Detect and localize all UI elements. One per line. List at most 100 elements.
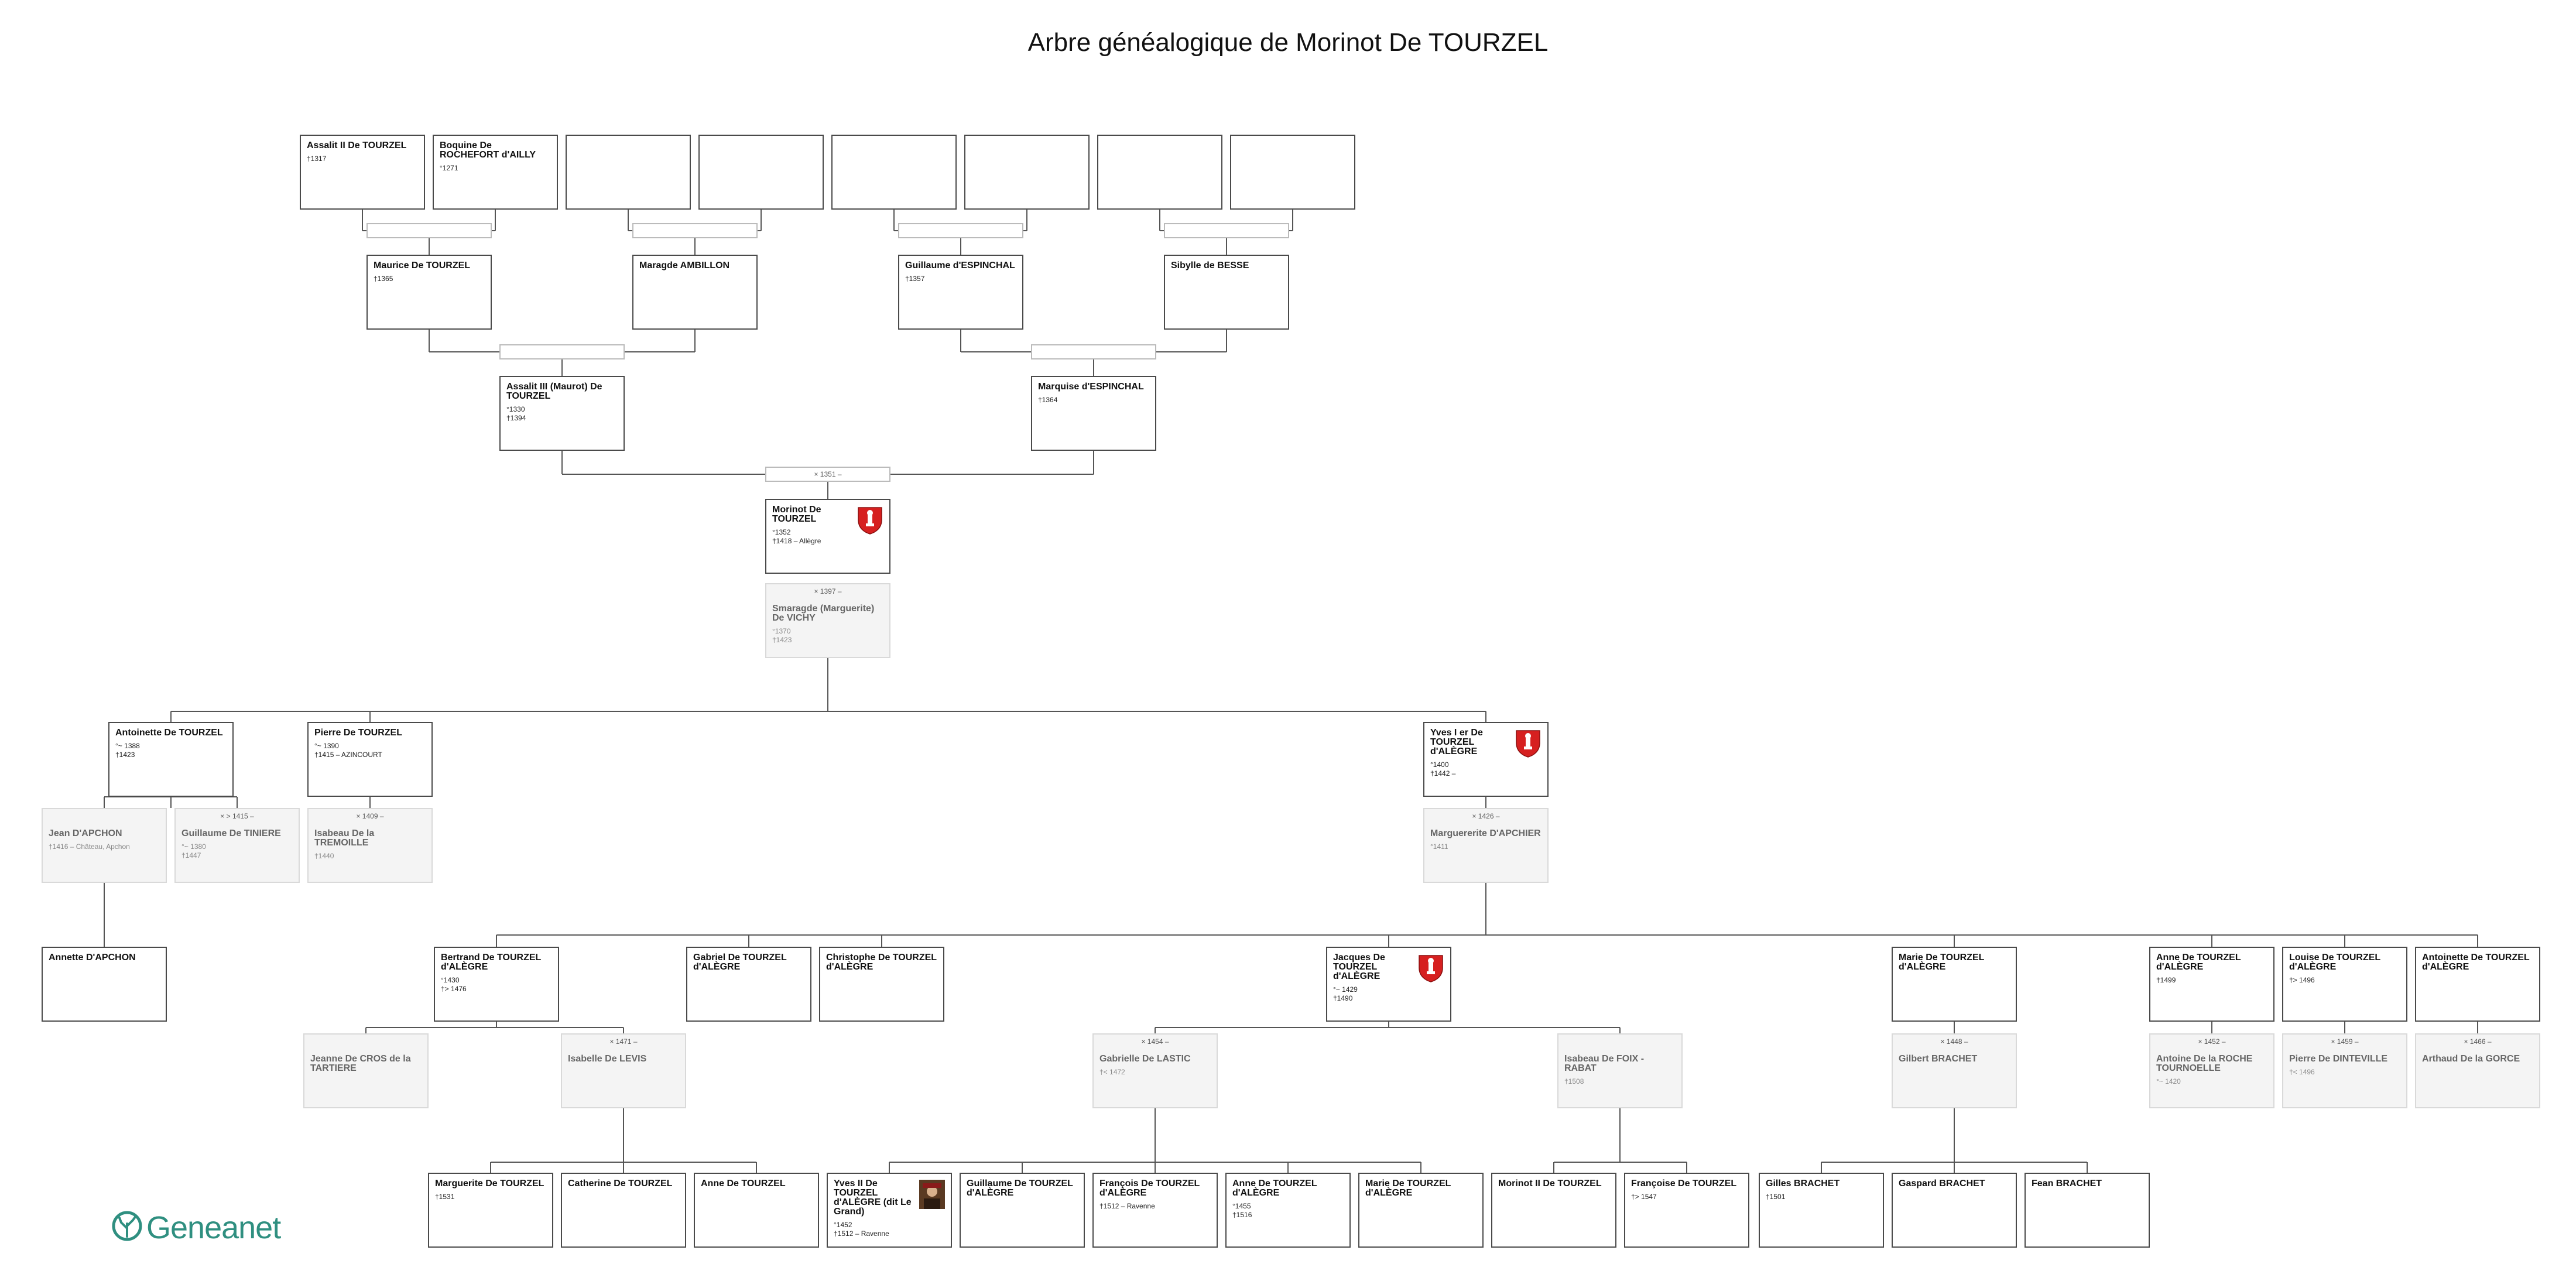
- person-card[interactable]: Morinot II De TOURZEL: [1491, 1173, 1616, 1248]
- spouse-card[interactable]: × 1397 –Smaragde (Marguerite) De VICHY°1…: [765, 583, 890, 658]
- life-event: †> 1476: [441, 985, 467, 993]
- marriage-date: × 1454 –: [1141, 1037, 1169, 1046]
- spouse-card[interactable]: Jean D'APCHON†1416 – Château, Apchon: [42, 808, 167, 883]
- spouse-card[interactable]: Isabeau De FOIX - RABAT†1508: [1557, 1033, 1683, 1108]
- person-card[interactable]: Anne De TOURZEL d'ALÈGRE†1499: [2149, 947, 2274, 1022]
- life-event: °1370: [772, 627, 791, 635]
- portrait-photo: [919, 1180, 945, 1209]
- life-event: †> 1496: [2289, 976, 2315, 984]
- person-card[interactable]: Guillaume De TOURZEL d'ALÈGRE: [960, 1173, 1085, 1248]
- person-card[interactable]: Pierre De TOURZEL°~ 1390†1415 – AZINCOUR…: [307, 722, 433, 797]
- person-name: Catherine De TOURZEL: [568, 1179, 673, 1189]
- person-name: Gabriel De TOURZEL d'ALÈGRE: [693, 953, 787, 972]
- person-card: [1230, 135, 1355, 210]
- life-event: †1415 – AZINCOURT: [314, 751, 382, 759]
- life-event: °~ 1429: [1333, 985, 1358, 994]
- spouse-card[interactable]: Jeanne De CROS de la TARTIERE: [303, 1033, 429, 1108]
- person-name: Isabelle De LEVIS: [568, 1054, 647, 1064]
- spouse-card[interactable]: × 1459 –Pierre De DINTEVILLE†< 1496: [2282, 1033, 2407, 1108]
- person-card[interactable]: Louise De TOURZEL d'ALÈGRE†> 1496: [2282, 947, 2407, 1022]
- person-name: Morinot De TOURZEL: [772, 505, 821, 524]
- spouse-card[interactable]: × 1409 –Isabeau De la TREMOILLE†1440: [307, 808, 433, 883]
- life-event: †> 1547: [1631, 1193, 1657, 1201]
- marriage-date: × > 1415 –: [220, 812, 254, 820]
- person-card[interactable]: Marie De TOURZEL d'ALÈGRE: [1892, 947, 2017, 1022]
- person-card[interactable]: Morinot De TOURZEL°1352†1418 – Allègre: [765, 499, 890, 574]
- person-name: Yves II De TOURZEL d'ALÈGRE (dit Le Gran…: [834, 1179, 912, 1217]
- person-name: Antoinette De TOURZEL d'ALÈGRE: [2422, 953, 2530, 972]
- coat-of-arms-icon: [857, 506, 883, 535]
- person-card[interactable]: Yves I er De TOURZEL d'ALÈGRE°1400†1442 …: [1423, 722, 1549, 797]
- spouse-card[interactable]: × > 1415 –Guillaume De TINIERE°~ 1380†14…: [174, 808, 300, 883]
- person-card[interactable]: Assalit III (Maurot) De TOURZEL°1330†139…: [499, 376, 625, 451]
- marriage-box: × 1351 –: [765, 467, 890, 482]
- person-card[interactable]: Catherine De TOURZEL: [561, 1173, 686, 1248]
- person-name: Anne De TOURZEL d'ALÈGRE: [2156, 953, 2241, 972]
- person-card[interactable]: Françoise De TOURZEL†> 1547: [1624, 1173, 1749, 1248]
- life-event: †1442 –: [1430, 769, 1456, 778]
- person-name: Sibylle de BESSE: [1171, 261, 1249, 270]
- person-card[interactable]: François De TOURZEL d'ALÈGRE†1512 – Rave…: [1092, 1173, 1218, 1248]
- person-card[interactable]: Gabriel De TOURZEL d'ALÈGRE: [686, 947, 811, 1022]
- marriage-box: [499, 344, 625, 359]
- person-name: Jacques De TOURZEL d'ALÈGRE: [1333, 953, 1385, 981]
- person-card[interactable]: Assalit II De TOURZEL†1317: [300, 135, 425, 210]
- person-card[interactable]: Bertrand De TOURZEL d'ALÈGRE°1430†> 1476: [434, 947, 559, 1022]
- person-card[interactable]: Gilles BRACHET†1501: [1759, 1173, 1884, 1248]
- spouse-card[interactable]: × 1426 –Marguererite D'APCHIER°1411: [1423, 808, 1549, 883]
- person-card[interactable]: Guillaume d'ESPINCHAL†1357: [898, 255, 1023, 330]
- person-name: Anne De TOURZEL d'ALÈGRE: [1232, 1179, 1317, 1198]
- person-card[interactable]: Marquise d'ESPINCHAL†1364: [1031, 376, 1156, 451]
- person-name: Smaragde (Marguerite) De VICHY: [772, 604, 875, 623]
- life-event: †1423: [772, 636, 792, 644]
- spouse-card[interactable]: × 1448 –Gilbert BRACHET: [1892, 1033, 2017, 1108]
- person-name: Pierre De TOURZEL: [314, 728, 402, 738]
- person-card[interactable]: Maurice De TOURZEL†1365: [366, 255, 492, 330]
- person-card[interactable]: Jacques De TOURZEL d'ALÈGRE°~ 1429†1490: [1326, 947, 1451, 1022]
- marriage-date: × 1471 –: [609, 1037, 638, 1046]
- person-name: Marie De TOURZEL d'ALÈGRE: [1899, 953, 1985, 972]
- person-name: Isabeau De la TREMOILLE: [314, 828, 375, 848]
- person-name: Maurice De TOURZEL: [374, 261, 471, 270]
- marriage-box: [366, 223, 492, 238]
- person-card[interactable]: Antoinette De TOURZEL d'ALÈGRE: [2415, 947, 2540, 1022]
- person-name: Gabrielle De LASTIC: [1099, 1054, 1191, 1064]
- life-event: †1394: [506, 414, 526, 422]
- marriage-date: × 1426 –: [1472, 812, 1500, 820]
- person-name: Maragde AMBILLON: [639, 261, 730, 270]
- person-card[interactable]: Anne De TOURZEL d'ALÈGRE°1455†1516: [1225, 1173, 1351, 1248]
- marriage-date: × 1448 –: [1940, 1037, 1968, 1046]
- person-name: Anne De TOURZEL: [701, 1179, 786, 1189]
- person-name: Guillaume De TINIERE: [181, 828, 281, 838]
- life-event: °~ 1380: [181, 843, 206, 851]
- person-card[interactable]: Christophe De TOURZEL d'ALÈGRE: [819, 947, 944, 1022]
- life-event: °~ 1388: [115, 742, 140, 750]
- life-event: †1512 – Ravenne: [834, 1230, 889, 1238]
- spouse-card[interactable]: × 1452 –Antoine De la ROCHE TOURNOELLE°~…: [2149, 1033, 2274, 1108]
- person-card[interactable]: Boquine De ROCHEFORT d'AILLY°1271: [433, 135, 558, 210]
- person-card[interactable]: Marie De TOURZEL d'ALÈGRE: [1358, 1173, 1484, 1248]
- spouse-card[interactable]: × 1454 –Gabrielle De LASTIC†< 1472: [1092, 1033, 1218, 1108]
- person-card[interactable]: Gaspard BRACHET: [1892, 1173, 2017, 1248]
- person-card[interactable]: Maragde AMBILLON: [632, 255, 758, 330]
- person-card[interactable]: Fean BRACHET: [2025, 1173, 2150, 1248]
- person-name: Christophe De TOURZEL d'ALÈGRE: [826, 953, 937, 972]
- person-name: Fean BRACHET: [2032, 1179, 2102, 1189]
- person-card[interactable]: Yves II De TOURZEL d'ALÈGRE (dit Le Gran…: [827, 1173, 952, 1248]
- coat-of-arms-icon: [1515, 729, 1542, 758]
- person-card[interactable]: Annette D'APCHON: [42, 947, 167, 1022]
- spouse-card[interactable]: × 1471 – Isabelle De LEVIS: [561, 1033, 686, 1108]
- person-card: [566, 135, 691, 210]
- spouse-card[interactable]: × 1466 –Arthaud De la GORCE: [2415, 1033, 2540, 1108]
- person-card[interactable]: Antoinette De TOURZEL°~ 1388†1423: [108, 722, 234, 797]
- person-card[interactable]: Anne De TOURZEL: [694, 1173, 819, 1248]
- person-card[interactable]: Marguerite De TOURZEL†1531: [428, 1173, 553, 1248]
- geneanet-logo-icon: [112, 1211, 142, 1241]
- life-event: °1400: [1430, 761, 1449, 769]
- life-event: °1430: [441, 976, 460, 984]
- marriage-date: × 1466 –: [2464, 1037, 2492, 1046]
- life-event: †1508: [1564, 1077, 1584, 1085]
- person-name: Assalit II De TOURZEL: [307, 141, 407, 150]
- life-event: †1416 – Château, Apchon: [49, 843, 130, 851]
- person-card[interactable]: Sibylle de BESSE: [1164, 255, 1289, 330]
